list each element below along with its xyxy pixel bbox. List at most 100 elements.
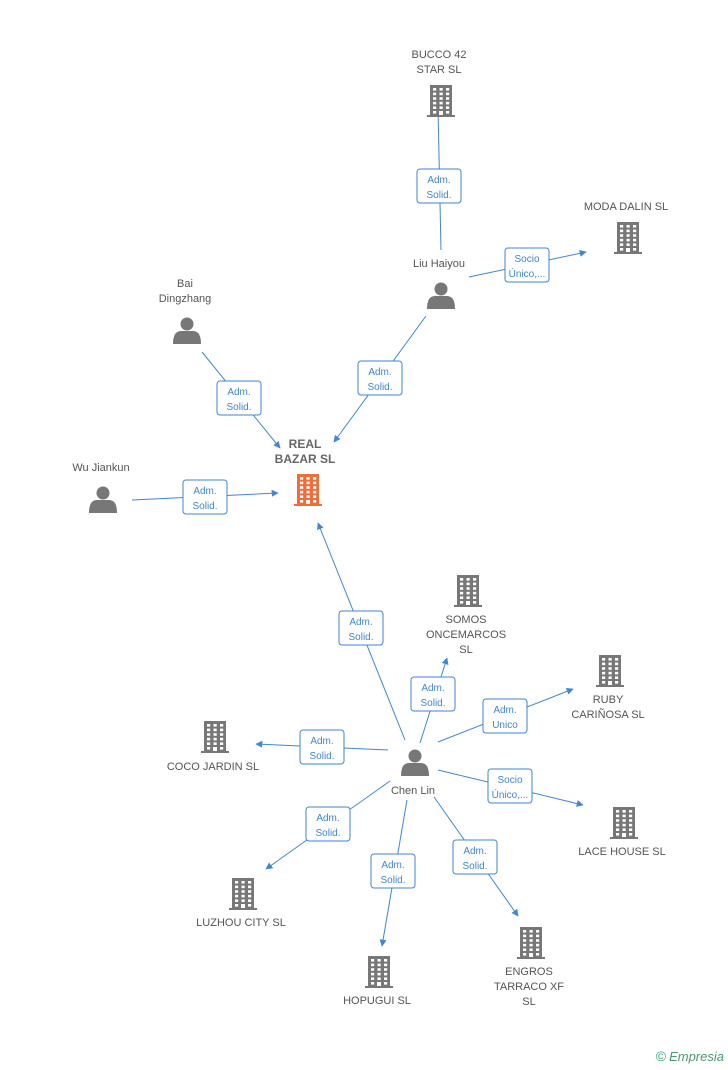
edge-label-frame — [482, 698, 528, 734]
node-hopugui[interactable]: HOPUGUI SL — [343, 956, 411, 1007]
edge-label-box[interactable]: Adm. Solid. — [357, 360, 403, 396]
edge-chen-engros[interactable]: Adm.Solid. — [433, 796, 519, 917]
node-label: TARRACO XF — [494, 981, 564, 993]
edge-label-text: Unico — [492, 720, 518, 731]
edges-layer: Adm.Solid.SocioÚnico,...Adm.Solid.Adm.So… — [131, 107, 587, 947]
edge-label-frame — [182, 479, 228, 515]
edge-bai-real[interactable]: Adm. Solid. — [201, 351, 281, 449]
edge-label-text: Solid. — [226, 402, 251, 413]
edge-liu-bucco[interactable]: Adm. Solid. — [416, 107, 462, 251]
node-chen[interactable]: Chen Lin — [391, 749, 435, 798]
edge-label-box[interactable]: Adm. Solid. — [216, 380, 262, 416]
node-label: BAZAR SL — [275, 452, 336, 466]
building-icon — [596, 655, 624, 687]
edge-label-text: Adm. — [463, 846, 486, 857]
edge-label-box[interactable]: Adm.Solid. — [305, 806, 351, 842]
edge-label-frame — [216, 380, 262, 416]
building-icon — [517, 927, 545, 959]
edge-chen-luzhou[interactable]: Adm.Solid. — [265, 780, 391, 870]
edge-label-box[interactable]: Adm. Unico — [482, 698, 528, 734]
edge-label-box[interactable]: Adm. Solid. — [416, 168, 462, 204]
edge-wu-real[interactable]: Adm.Solid. — [131, 479, 279, 515]
node-luzhou[interactable]: LUZHOU CITY SL — [196, 878, 286, 929]
edge-label-text: Adm. — [368, 367, 391, 378]
node-label: Dingzhang — [159, 293, 212, 305]
edge-liu-real[interactable]: Adm. Solid. — [333, 315, 427, 443]
edge-label-text: Adm. — [316, 813, 339, 824]
edge-label-frame — [410, 676, 456, 712]
edge-label-text: Adm. — [381, 860, 404, 871]
node-label: Wu Jiankun — [72, 462, 129, 474]
edge-label-frame — [487, 768, 533, 804]
node-label: Bai — [177, 278, 193, 290]
edge-label-box[interactable]: Adm.Solid. — [182, 479, 228, 515]
edge-chen-somos[interactable]: Adm.Solid. — [410, 657, 456, 744]
person-icon — [401, 749, 429, 776]
building-icon — [229, 878, 257, 910]
edge-label-text: Solid. — [348, 632, 373, 643]
node-label: SOMOS — [446, 614, 487, 626]
edge-liu-moda[interactable]: SocioÚnico,... — [468, 247, 587, 283]
person-icon — [89, 486, 117, 513]
edge-label-text: Adm. — [493, 705, 516, 716]
edge-label-text: Solid. — [367, 382, 392, 393]
edge-chen-lace[interactable]: SocioÚnico,... — [437, 768, 584, 807]
edge-label-text: Adm. — [349, 617, 372, 628]
edge-label-frame — [416, 168, 462, 204]
edge-label-text: Socio — [514, 254, 539, 265]
building-icon — [294, 474, 322, 506]
edge-label-frame — [452, 839, 498, 875]
node-label: LUZHOU CITY SL — [196, 917, 286, 929]
node-label: Liu Haiyou — [413, 258, 465, 270]
person-icon — [427, 282, 455, 309]
building-icon — [365, 956, 393, 988]
node-wu[interactable]: Wu Jiankun — [72, 462, 130, 513]
edge-label-frame — [504, 247, 550, 283]
edge-label-box[interactable]: Adm. Solid. — [338, 610, 384, 646]
building-icon — [610, 807, 638, 839]
node-label: MODA DALIN SL — [584, 201, 668, 213]
edge-chen-ruby[interactable]: Adm. Unico — [437, 688, 574, 743]
node-liu[interactable]: Liu Haiyou — [413, 258, 465, 309]
edge-label-text: Adm. — [227, 387, 250, 398]
edge-label-box[interactable]: SocioÚnico,... — [487, 768, 533, 804]
edge-chen-real[interactable]: Adm. Solid. — [317, 522, 406, 741]
edge-chen-coco[interactable]: Adm.Solid. — [255, 729, 389, 765]
edge-label-text: Único,... — [492, 788, 529, 801]
edge-label-box[interactable]: SocioÚnico,... — [504, 247, 550, 283]
node-label: ENGROS — [505, 966, 553, 978]
node-label: SL — [522, 996, 535, 1008]
building-icon — [454, 575, 482, 607]
edge-label-frame — [370, 853, 416, 889]
node-coco[interactable]: COCO JARDIN SL — [167, 721, 259, 773]
edge-label-box[interactable]: Adm.Solid. — [410, 676, 456, 712]
edge-label-frame — [357, 360, 403, 396]
node-label: RUBY — [593, 694, 624, 706]
footer-brand[interactable]: © Empresia — [656, 1048, 724, 1064]
edge-label-frame — [338, 610, 384, 646]
edge-label-text: Adm. — [427, 175, 450, 186]
edge-label-box[interactable]: Adm. Solid. — [370, 853, 416, 889]
node-label: COCO JARDIN SL — [167, 761, 259, 773]
edge-label-text: Solid. — [380, 875, 405, 886]
node-moda[interactable]: MODA DALIN SL — [584, 201, 668, 254]
edge-label-text: Solid. — [426, 190, 451, 201]
node-label: ONCEMARCOS — [426, 629, 506, 641]
node-label: SL — [459, 644, 472, 656]
edge-label-box[interactable]: Adm.Solid. — [299, 729, 345, 765]
edge-label-box[interactable]: Adm.Solid. — [452, 839, 498, 875]
building-icon — [614, 222, 642, 254]
node-engros[interactable]: ENGROS TARRACO XF SL — [494, 927, 564, 1008]
node-label: STAR SL — [416, 64, 461, 76]
node-somos[interactable]: SOMOS ONCEMARCOS SL — [426, 575, 506, 656]
edge-label-text: Solid. — [309, 751, 334, 762]
edge-label-text: Adm. — [193, 486, 216, 497]
edge-chen-hopugui[interactable]: Adm. Solid. — [370, 799, 416, 947]
node-label: REAL — [289, 437, 322, 451]
node-lace[interactable]: LACE HOUSE SL — [578, 807, 666, 858]
